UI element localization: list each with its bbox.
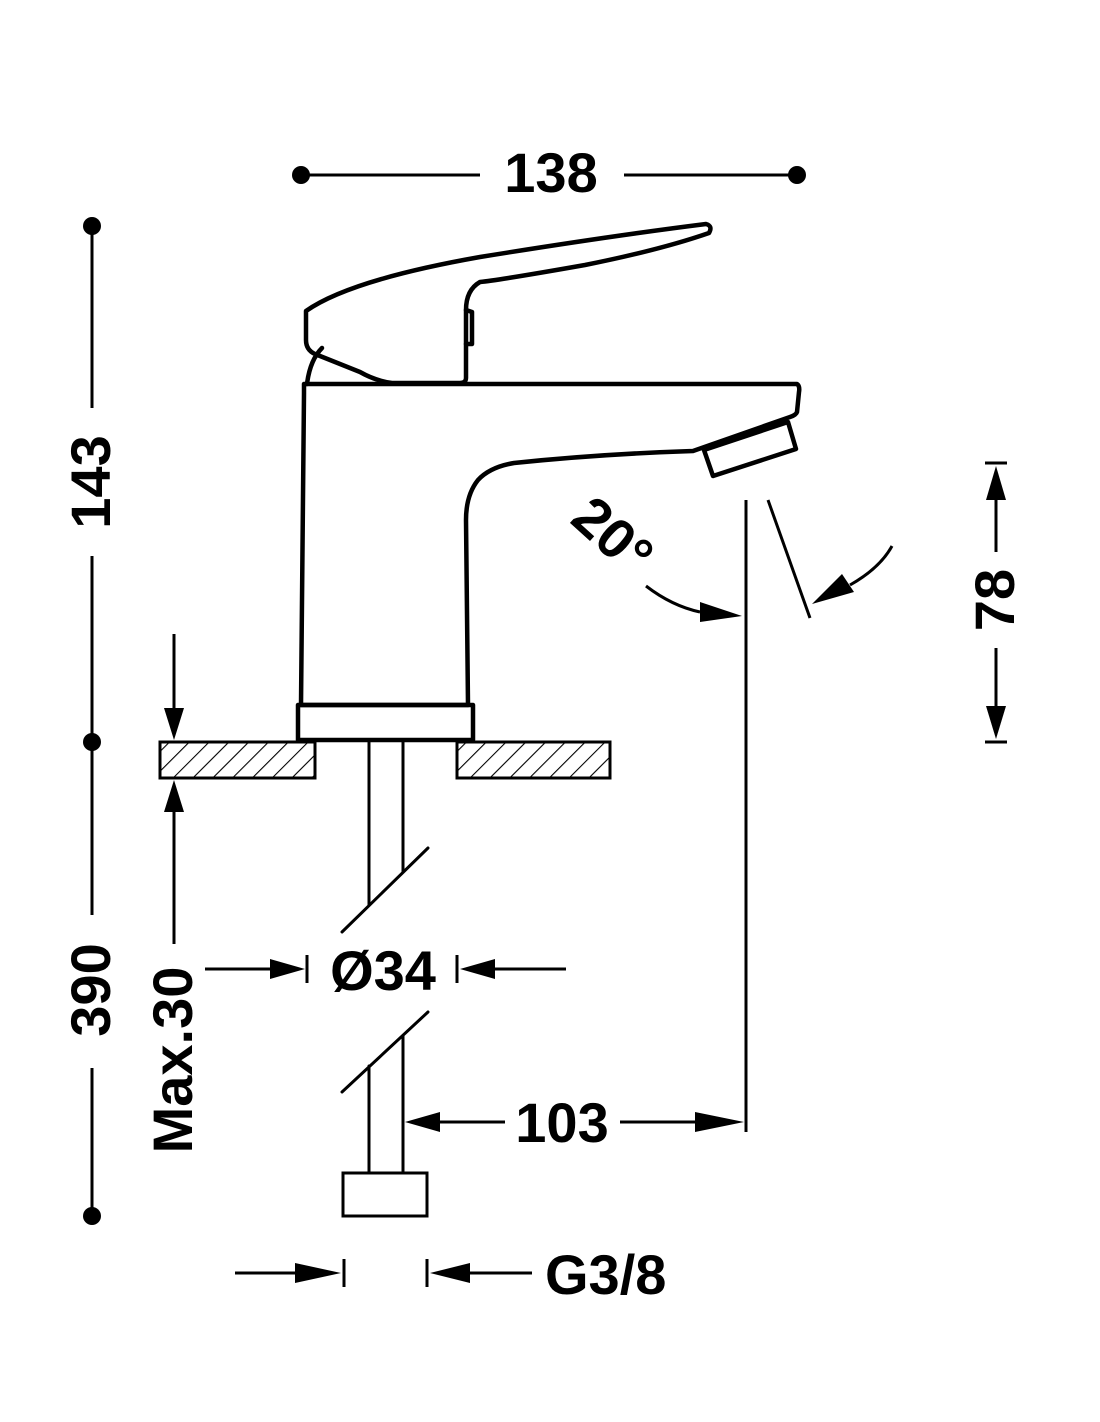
handle-lever [303,221,713,386]
aerator [701,419,799,479]
label-hole-diameter: Ø34 [330,939,436,1002]
label-spout-reach: 103 [515,1091,608,1154]
dimension-connection-thread: G3/8 [235,1243,666,1306]
label-height-total: 390 [59,943,122,1036]
dimension-left-vertical: 143 390 [59,217,122,1225]
deck-right [455,740,612,780]
label-spout-clearance: 78 [963,569,1026,631]
faucet-body [298,381,802,708]
dimension-deck-thickness: Max.30 [141,634,204,1153]
deck-left [158,740,317,780]
dimension-hole-diameter: Ø34 [205,939,566,1002]
dimension-width-top: 138 [292,141,806,204]
dimension-spout-reach: 103 [405,500,748,1154]
dimension-spout-angle: 20° [561,484,894,622]
pipe-connector [341,1171,429,1218]
faucet-outline [295,221,802,743]
label-connection-thread: G3/8 [545,1243,666,1306]
label-spout-angle: 20° [561,484,666,587]
base-ring [295,702,476,743]
handle-base [304,345,325,387]
counter-deck [158,740,612,780]
label-width-top: 138 [504,141,597,204]
label-deck-thickness: Max.30 [141,967,204,1154]
label-height-body: 143 [59,435,122,528]
handle-tab [463,307,475,347]
dimension-spout-clearance: 78 [963,461,1026,744]
supply-pipe [340,740,430,1218]
